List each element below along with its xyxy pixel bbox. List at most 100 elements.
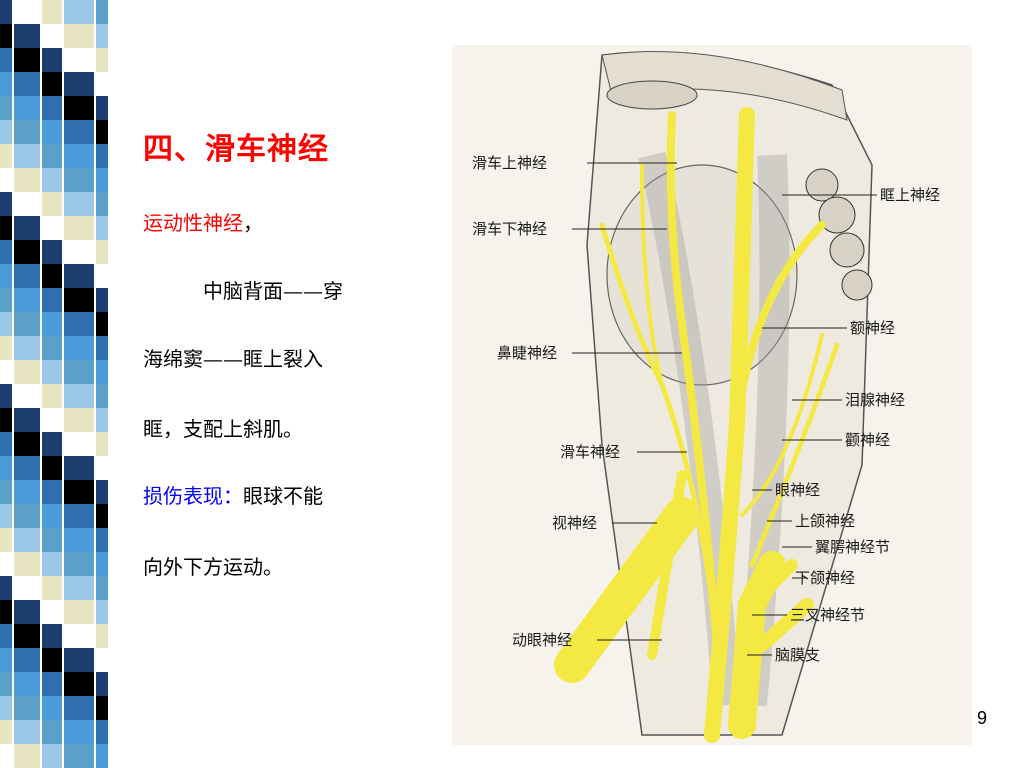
stripe-block <box>0 480 12 504</box>
label-supraorbital: 眶上神经 <box>880 186 940 204</box>
stripe-block <box>42 0 62 24</box>
label-zygomatic: 颧神经 <box>845 431 890 449</box>
stripe-block <box>64 360 94 384</box>
stripe-block <box>64 168 94 192</box>
stripe-block <box>14 360 40 384</box>
stripe-block <box>42 696 62 720</box>
stripe-block <box>64 648 94 672</box>
stripe-block <box>0 120 12 144</box>
stripe-column <box>14 0 40 768</box>
stripe-block <box>64 432 94 456</box>
stripe-column <box>64 0 94 768</box>
stripe-block <box>64 240 94 264</box>
stripe-block <box>64 96 94 120</box>
stripe-block <box>96 432 108 456</box>
stripe-block <box>0 264 12 288</box>
stripe-block <box>14 312 40 336</box>
stripe-block <box>42 192 62 216</box>
stripe-block <box>96 624 108 648</box>
stripe-block <box>42 384 62 408</box>
stripe-block <box>14 336 40 360</box>
stripe-block <box>64 72 94 96</box>
stripe-block <box>0 240 12 264</box>
stripe-block <box>42 528 62 552</box>
leader-lines <box>572 162 877 656</box>
stripe-block <box>96 600 108 624</box>
stripe-block <box>96 264 108 288</box>
stripe-block <box>42 576 62 600</box>
stripe-block <box>42 288 62 312</box>
stripe-block <box>96 48 108 72</box>
label-oculomotor: 动眼神经 <box>512 631 572 649</box>
stripe-block <box>42 480 62 504</box>
stripe-block <box>14 384 40 408</box>
stripe-block <box>14 288 40 312</box>
text-line-5: 损伤表现：眼球不能 <box>143 486 323 506</box>
stripe-block <box>42 264 62 288</box>
stripe-block <box>42 144 62 168</box>
label-nasociliary: 鼻睫神经 <box>497 344 557 362</box>
stripe-block <box>14 168 40 192</box>
text-line-2: 中脑背面——穿 <box>203 279 343 303</box>
stripe-block <box>64 720 94 744</box>
stripe-block <box>42 240 62 264</box>
stripe-block <box>14 120 40 144</box>
stripe-block <box>0 192 12 216</box>
stripe-block <box>14 528 40 552</box>
text-line-1-rest: ， <box>243 211 263 235</box>
nerves <box>554 107 840 743</box>
stripe-block <box>64 456 94 480</box>
stripe-block <box>14 576 40 600</box>
stripe-block <box>14 648 40 672</box>
stripe-block <box>64 312 94 336</box>
motor-nerve-label: 运动性神经 <box>143 211 243 235</box>
stripe-block <box>0 288 12 312</box>
stripe-block <box>0 648 12 672</box>
stripe-block <box>0 624 12 648</box>
stripe-block <box>64 552 94 576</box>
stripe-block <box>96 144 108 168</box>
stripe-block <box>96 216 108 240</box>
stripe-block <box>96 696 108 720</box>
stripe-block <box>96 120 108 144</box>
stripe-block <box>96 336 108 360</box>
stripe-column <box>96 0 108 768</box>
stripe-block <box>14 624 40 648</box>
stripe-block <box>64 624 94 648</box>
stripe-block <box>14 192 40 216</box>
stripe-block <box>64 192 94 216</box>
stripe-block <box>14 24 40 48</box>
stripe-block <box>0 408 12 432</box>
stripe-block <box>96 24 108 48</box>
text-line-3: 海绵窦——眶上裂入 <box>143 347 323 371</box>
stripe-block <box>14 96 40 120</box>
stripe-block <box>42 504 62 528</box>
label-frontal: 额神经 <box>850 319 895 337</box>
stripe-block <box>64 480 94 504</box>
stripe-block <box>14 720 40 744</box>
stripe-block <box>0 600 12 624</box>
stripe-block <box>96 720 108 744</box>
stripe-block <box>42 600 62 624</box>
stripe-block <box>14 216 40 240</box>
stripe-block <box>96 504 108 528</box>
stripe-block <box>0 312 12 336</box>
stripe-block <box>64 24 94 48</box>
stripe-block <box>14 48 40 72</box>
stripe-block <box>96 456 108 480</box>
stripe-block <box>0 360 12 384</box>
stripe-block <box>14 456 40 480</box>
stripe-block <box>14 552 40 576</box>
stripe-block <box>0 432 12 456</box>
stripe-block <box>96 360 108 384</box>
stripe-block <box>96 744 108 768</box>
label-supratrochlear: 滑车上神经 <box>472 154 547 172</box>
stripe-block <box>42 336 62 360</box>
stripe-block <box>14 504 40 528</box>
stripe-block <box>42 744 62 768</box>
label-lacrimal: 泪腺神经 <box>845 391 905 409</box>
stripe-block <box>96 312 108 336</box>
stripe-block <box>42 24 62 48</box>
text-line-1: 运动性神经， <box>143 213 263 233</box>
stripe-block <box>14 672 40 696</box>
